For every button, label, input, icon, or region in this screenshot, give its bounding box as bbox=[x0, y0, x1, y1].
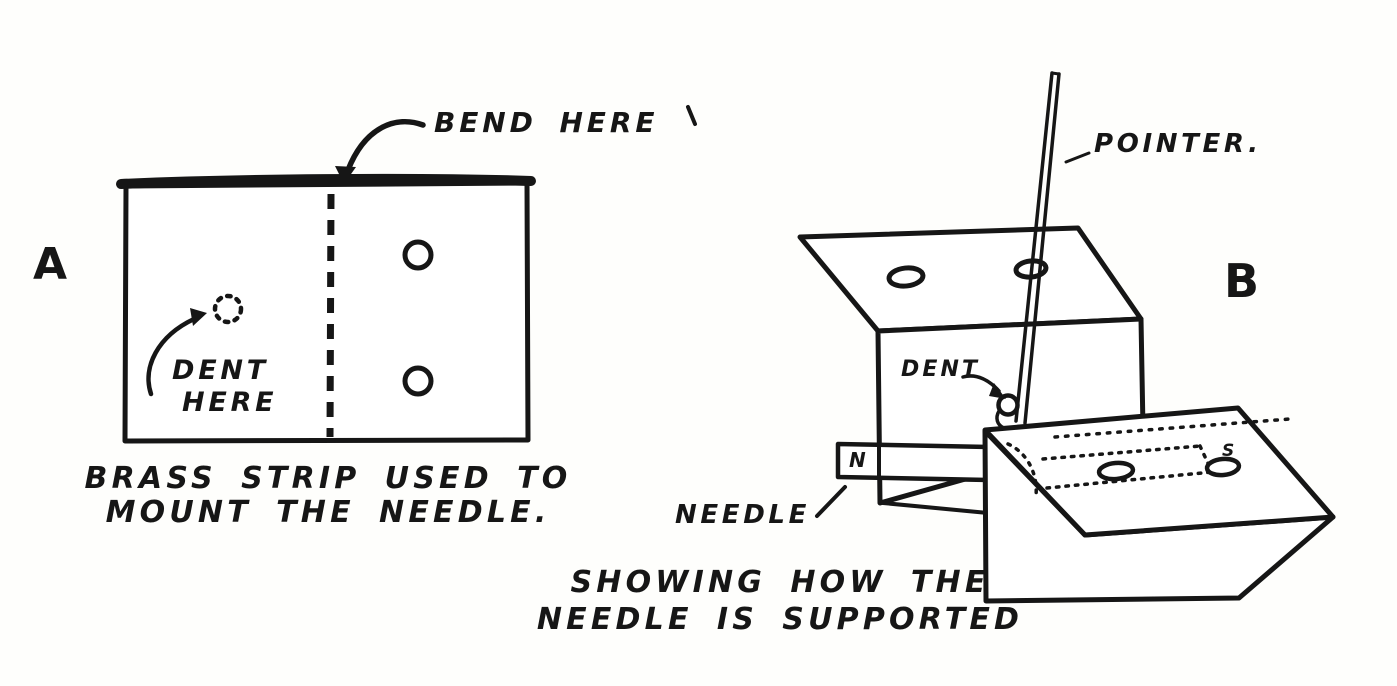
bend-tick-mark bbox=[686, 105, 697, 126]
pointer-top-cap bbox=[1051, 71, 1060, 76]
figure-a-caption-line2: MOUNT THE NEEDLE. bbox=[105, 495, 551, 530]
needle-leader-line bbox=[815, 485, 847, 518]
bend-arrow bbox=[345, 119, 426, 173]
dent-pivot-circle bbox=[996, 393, 1020, 417]
mounting-hole-bottom bbox=[402, 365, 434, 397]
hidden-needle-dotted-top bbox=[1041, 444, 1202, 461]
plate-hole-right bbox=[1204, 456, 1242, 478]
bracket-top-face bbox=[797, 225, 1144, 334]
bend-here-label: BEND HERE bbox=[434, 106, 659, 139]
figure-b-caption-line1: SHOWING HOW THE bbox=[570, 565, 990, 600]
dent-dotted-circle bbox=[212, 293, 244, 325]
pointer-label: POINTER. bbox=[1094, 129, 1262, 159]
figure-b-caption-line2: NEEDLE IS SUPPORTED bbox=[536, 602, 1024, 637]
needle-label: NEEDLE bbox=[675, 500, 811, 530]
dent-pivot-hook bbox=[995, 409, 1006, 430]
dent-label: DENT bbox=[901, 357, 981, 382]
bracket-hole-left bbox=[886, 265, 926, 289]
hidden-needle-dotted-bottom bbox=[1045, 470, 1214, 490]
dent-b-arrowhead bbox=[989, 383, 1006, 399]
dent-arrow bbox=[146, 316, 197, 397]
figure-a-label: A bbox=[33, 239, 68, 290]
needle-north-pole-label: N bbox=[849, 448, 866, 472]
needle-lower-edge bbox=[881, 501, 990, 515]
plate-top-face bbox=[982, 405, 1336, 538]
dent-arrowhead bbox=[190, 308, 207, 326]
hidden-strip-dotted-curve bbox=[1006, 442, 1038, 498]
needle-south-pole-label: S bbox=[1222, 441, 1235, 461]
bend-arrowhead bbox=[335, 166, 356, 184]
figure-b-caption: SHOWING HOW THE NEEDLE IS SUPPORTED bbox=[510, 568, 1050, 642]
pointer-leader-line bbox=[1064, 151, 1091, 164]
plate-hole-left bbox=[1096, 460, 1136, 482]
plate-back-dotted-row bbox=[1053, 417, 1292, 439]
fold-dashed-line bbox=[326, 193, 335, 438]
figure-a-caption: BRASS STRIP USED TO MOUNT THE NEEDLE. bbox=[78, 464, 578, 532]
mounting-hole-top bbox=[402, 239, 434, 271]
dent-here-label-line1: DENT bbox=[172, 355, 269, 386]
figure-a-caption-line1: BRASS STRIP USED TO bbox=[84, 461, 572, 496]
dent-here-label-line2: HERE bbox=[182, 387, 278, 418]
pointer-line-left bbox=[1014, 71, 1054, 423]
figure-b-label: B bbox=[1224, 254, 1260, 308]
pointer-line-right bbox=[1023, 72, 1061, 425]
brass-strip-top-edge bbox=[116, 173, 536, 189]
